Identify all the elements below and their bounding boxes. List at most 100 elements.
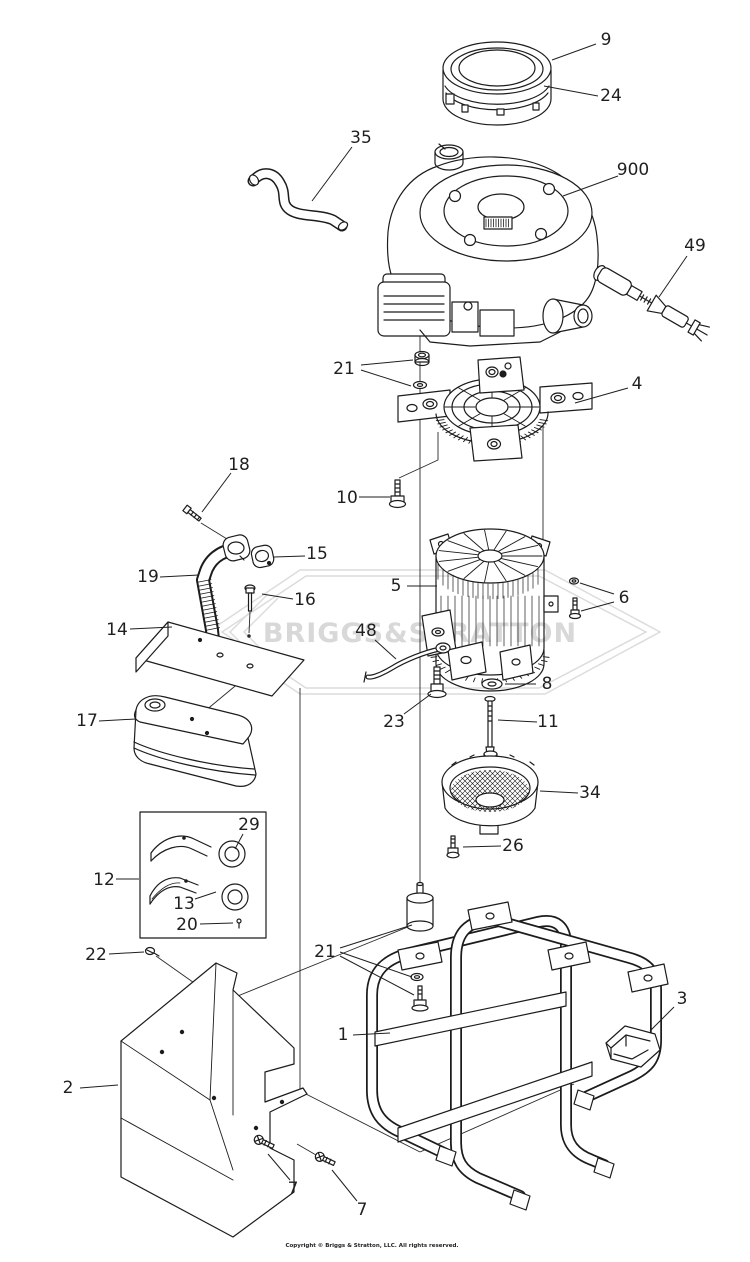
part-number-label: 7 <box>357 1200 368 1220</box>
part-washer-8 <box>481 678 503 690</box>
part-generator-stator <box>421 528 559 692</box>
callout-19: 19 <box>137 567 200 587</box>
callout-8: 8 <box>505 674 552 694</box>
part-number-label: 17 <box>76 711 98 731</box>
part-engine <box>377 143 599 347</box>
callout-5: 5 <box>391 576 437 596</box>
part-number-label: 900 <box>617 160 649 180</box>
watermark-text: BRIGGS&STRATTON <box>263 618 577 649</box>
callout-12: 12 <box>93 870 139 890</box>
part-vibration-mount <box>406 881 434 1012</box>
part-bolt-26 <box>446 835 460 859</box>
part-exhaust-gasket <box>250 544 275 569</box>
briggs-stratton-watermark: BRIGGS&STRATTON <box>206 569 662 695</box>
part-number-label: 48 <box>355 621 377 641</box>
callout-14: 14 <box>106 620 173 640</box>
part-number-label: 24 <box>600 86 622 106</box>
callout-6: 6 <box>579 582 630 612</box>
part-muffler <box>133 695 257 787</box>
callout-48: 48 <box>355 621 397 660</box>
part-gasket-13 <box>149 877 249 911</box>
callout-17: 17 <box>76 711 137 731</box>
part-number-label: 15 <box>306 544 328 564</box>
part-number-label: 1 <box>338 1025 349 1045</box>
callout-34: 34 <box>539 783 601 803</box>
callout-26: 26 <box>462 836 524 856</box>
part-number-label: 26 <box>502 836 524 856</box>
callout-15: 15 <box>273 544 328 564</box>
engine-detail-hatch <box>485 218 509 228</box>
callout-9: 9 <box>551 30 612 61</box>
part-nut-washer-top <box>412 350 430 390</box>
part-screw-20 <box>236 918 242 929</box>
callout-22: 22 <box>85 945 145 965</box>
callout-11: 11 <box>497 712 559 732</box>
part-number-label: 8 <box>542 674 553 694</box>
part-number-label: 19 <box>137 567 159 587</box>
part-number-label: 34 <box>579 783 601 803</box>
part-number-label: 2 <box>63 1078 74 1098</box>
callout-10: 10 <box>336 488 390 508</box>
part-screw-7-left <box>253 1134 275 1150</box>
callout-20: 20 <box>176 915 234 935</box>
part-number-label: 3 <box>677 989 688 1009</box>
part-number-label: 12 <box>93 870 115 890</box>
part-number-label: 21 <box>314 942 336 962</box>
part-blower-ring <box>442 41 552 126</box>
part-fan-adapter <box>397 356 593 462</box>
part-number-label: 13 <box>173 894 195 914</box>
part-breather-hose <box>247 168 349 232</box>
copyright-notice: Copyright © Briggs & Stratton, LLC. All … <box>285 1243 459 1249</box>
part-number-label: 10 <box>336 488 358 508</box>
part-screw-7-right <box>314 1151 336 1167</box>
part-number-label: 21 <box>333 359 355 379</box>
part-screw-18 <box>182 504 202 522</box>
callout-3: 3 <box>649 989 688 1032</box>
callout-7-right: 7 <box>331 1169 368 1220</box>
callout-2: 2 <box>63 1078 119 1098</box>
callout-23: 23 <box>383 693 432 732</box>
part-number-label: 16 <box>294 590 316 610</box>
part-number-label: 4 <box>632 374 643 394</box>
callout-7-left: 7 <box>267 1153 299 1199</box>
callout-16: 16 <box>261 590 316 610</box>
callout-13: 13 <box>173 891 217 914</box>
callout-35: 35 <box>311 128 372 202</box>
assembly-alignment-lines <box>155 330 575 1156</box>
part-bolt-10 <box>388 479 407 509</box>
part-support-bracket <box>605 1025 661 1068</box>
part-side-panel <box>120 962 308 1238</box>
part-bolt-16 <box>244 584 256 612</box>
part-ground-wire <box>363 642 451 683</box>
part-bolt-11 <box>484 695 496 756</box>
part-number-label: 18 <box>228 455 250 475</box>
part-number-label: 23 <box>383 712 405 732</box>
callout-21-top: 21 <box>333 359 414 387</box>
part-number-label: 5 <box>391 576 402 596</box>
part-number-label: 20 <box>176 915 198 935</box>
part-wiring-harness <box>593 265 710 342</box>
part-number-label: 14 <box>106 620 128 640</box>
part-number-label: 7 <box>288 1179 299 1199</box>
part-muffler-bracket <box>135 621 305 697</box>
part-bolt-23 <box>427 666 447 699</box>
callout-29: 29 <box>234 815 260 850</box>
part-number-label: 9 <box>601 30 612 50</box>
callout-900: 900 <box>562 160 649 197</box>
part-number-label: 6 <box>619 588 630 608</box>
callout-1: 1 <box>338 1025 391 1045</box>
part-number-label: 22 <box>85 945 107 965</box>
part-gasket-29 <box>150 835 246 868</box>
part-number-label: 35 <box>350 128 372 148</box>
callout-21-bottom: 21 <box>314 924 415 996</box>
part-end-cap <box>441 750 539 835</box>
part-number-label: 49 <box>684 236 706 256</box>
part-exhaust-pipe <box>196 534 251 657</box>
callout-49: 49 <box>658 236 706 298</box>
part-screw-22 <box>144 946 160 957</box>
callout-24: 24 <box>543 85 622 106</box>
callout-18: 18 <box>201 455 250 513</box>
